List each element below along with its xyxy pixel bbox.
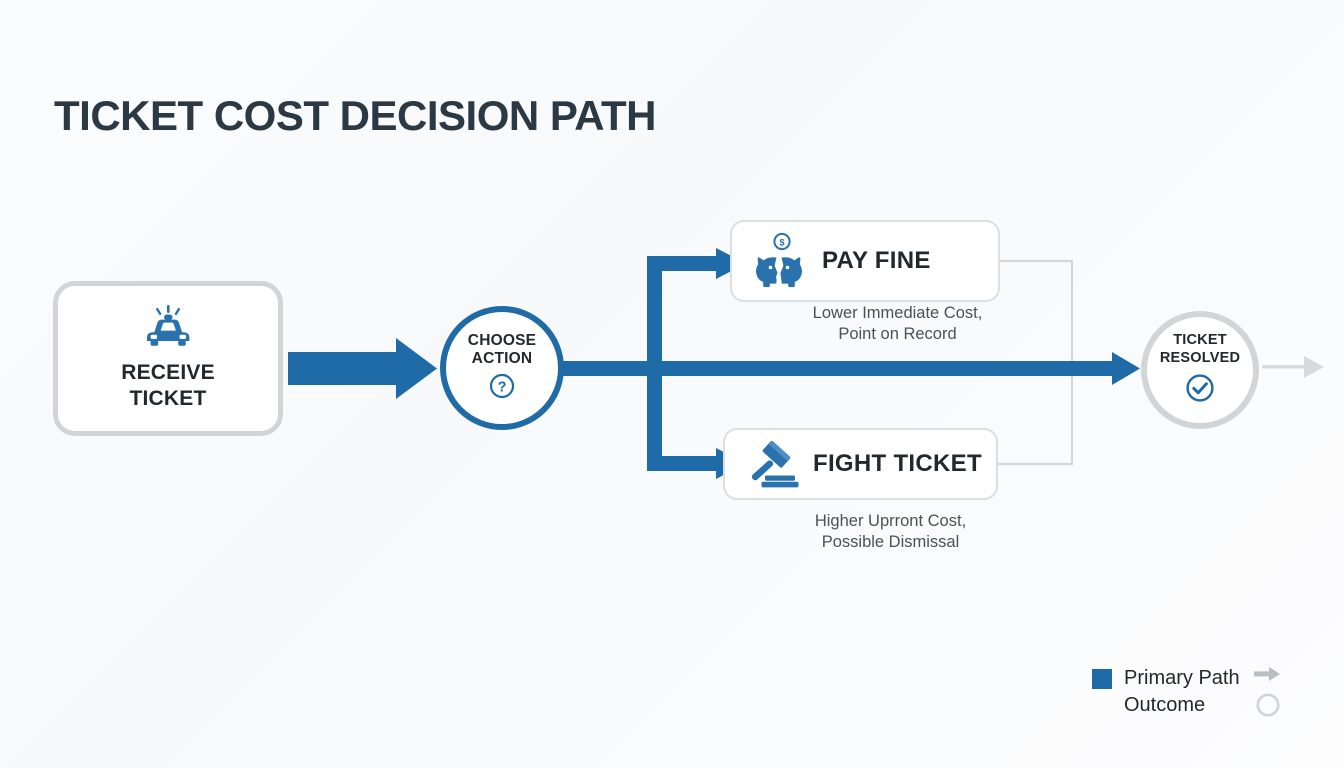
node-receive-ticket[interactable]: RECEIVE TICKET	[53, 281, 283, 436]
arrow-right-icon	[1253, 665, 1282, 688]
receive-ticket-line-2: TICKET	[129, 387, 207, 410]
legend-swatch-primary-path	[1092, 669, 1112, 689]
svg-text:$: $	[779, 238, 784, 248]
question-mark-circle-icon: ?	[489, 373, 515, 404]
node-label-choose-action: CHOOSE ACTION	[468, 332, 536, 368]
legend: Primary Path Outcome	[1092, 665, 1282, 723]
ticket-resolved-line-2: RESOLVED	[1159, 349, 1241, 366]
wire-fight-return	[998, 369, 1074, 466]
legend-glyphs	[1253, 665, 1282, 723]
circle-outline-icon	[1255, 692, 1281, 723]
legend-labels: Primary Path Outcome	[1124, 665, 1240, 719]
fight-ticket-caption-line-1: Higher Uprront Cost,	[814, 512, 967, 530]
check-circle-icon	[1185, 373, 1215, 408]
node-ticket-resolved[interactable]: TICKET RESOLVED	[1141, 311, 1259, 429]
arrow-start-to-decision	[288, 338, 437, 399]
page-title: TICKET COST DECISION PATH	[54, 92, 656, 139]
svg-text:?: ?	[498, 380, 507, 396]
branch-trunk	[562, 248, 746, 479]
caption-pay-fine: Lower Immediate Cost, Point on Record	[760, 303, 1035, 345]
piggy-bank-icon: $	[750, 232, 808, 290]
receive-ticket-line-1: RECEIVE	[121, 361, 215, 385]
legend-label-outcome: Outcome	[1124, 694, 1206, 716]
choose-action-line-1: CHOOSE	[467, 331, 537, 349]
node-fight-ticket[interactable]: FIGHT TICKET	[723, 428, 998, 500]
pay-fine-caption-line-1: Lower Immediate Cost,	[812, 304, 983, 322]
legend-label-primary-path: Primary Path	[1124, 667, 1240, 689]
gavel-icon	[743, 438, 799, 490]
node-label-receive-ticket: RECEIVE TICKET	[121, 360, 215, 411]
pay-fine-caption-line-2: Point on Record	[838, 324, 957, 343]
node-label-pay-fine: PAY FINE	[822, 247, 931, 274]
police-car-icon	[140, 305, 196, 352]
arrow-decision-to-end	[647, 352, 1140, 385]
fight-ticket-caption-line-2: Possible Dismissal	[821, 532, 960, 551]
choose-action-line-2: ACTION	[471, 349, 533, 367]
ticket-resolved-line-1: TICKET	[1173, 332, 1227, 349]
node-choose-action[interactable]: CHOOSE ACTION ?	[440, 306, 564, 430]
arrow-end-exit	[1262, 356, 1324, 378]
node-label-fight-ticket: FIGHT TICKET	[813, 450, 982, 477]
node-label-ticket-resolved: TICKET RESOLVED	[1160, 332, 1240, 366]
node-pay-fine[interactable]: $ PAY FINE	[730, 220, 1000, 302]
caption-fight-ticket: Higher Uprront Cost, Possible Dismissal	[753, 511, 1028, 553]
